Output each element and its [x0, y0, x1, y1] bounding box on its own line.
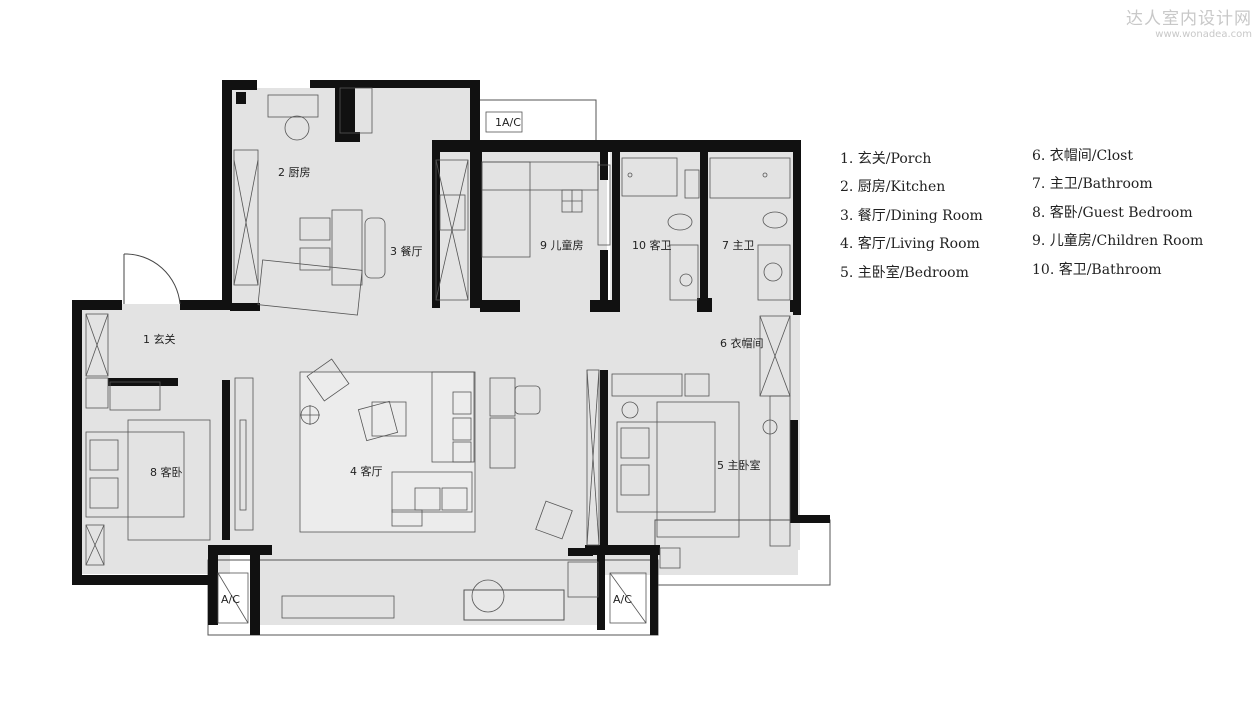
room-label-master-bath: 7 主卫: [722, 239, 755, 252]
legend-item: 4. 客厅/Living Room: [840, 236, 980, 253]
ac-label-top: 1A/C: [495, 116, 521, 129]
legend-item: 10. 客卫/Bathroom: [1032, 261, 1162, 278]
living-room-furniture: [234, 358, 600, 546]
balcony-fixtures: [217, 111, 647, 624]
room-label-kitchen: 2 厨房: [278, 166, 311, 179]
legend-item: 1. 玄关/Porch: [840, 151, 932, 167]
entry-door: [123, 253, 181, 305]
guest-bedroom-furniture: [85, 313, 211, 566]
legend-item: 2. 厨房/Kitchen: [840, 179, 946, 196]
legend-column-right: 6. 衣帽间/Clost 7. 主卫/Bathroom 8. 客卧/Guest …: [1032, 142, 1203, 284]
legend-column-left: 1. 玄关/Porch 2. 厨房/Kitchen 3. 餐厅/Dining R…: [840, 145, 983, 287]
room-label-guest-bath: 10 客卫: [632, 238, 672, 252]
children-room-fixtures: [481, 161, 611, 258]
room-label-dining: 3 餐厅: [390, 244, 423, 258]
floor-areas: [80, 88, 800, 625]
legend-item: 7. 主卫/Bathroom: [1032, 176, 1153, 193]
ac-label-bottom-right: A/C: [613, 593, 632, 606]
watermark: 达人室内设计网 www.wonadea.com: [1126, 4, 1252, 40]
master-bedroom-furniture: [611, 315, 791, 569]
room-label-porch: 1 玄关: [143, 332, 176, 346]
room-label-children: 9 儿童房: [540, 238, 584, 252]
room-label-master: 5 主卧室: [717, 458, 761, 472]
watermark-url: www.wonadea.com: [1155, 29, 1252, 40]
bathroom-fixtures: [621, 157, 791, 301]
kitchen-fixtures: [233, 87, 469, 316]
ac-label-bottom-left: A/C: [221, 593, 240, 606]
room-label-living: 4 客厅: [350, 464, 383, 478]
legend-item: 5. 主卧室/Bedroom: [840, 264, 969, 281]
legend-item: 9. 儿童房/Children Room: [1032, 233, 1204, 250]
room-label-closet: 6 衣帽间: [720, 336, 764, 350]
legend-item: 8. 客卧/Guest Bedroom: [1032, 204, 1193, 221]
watermark-title: 达人室内设计网: [1126, 9, 1252, 29]
room-label-guest: 8 客卧: [150, 465, 183, 479]
legend-item: 6. 衣帽间/Clost: [1032, 148, 1133, 164]
legend-item: 3. 餐厅/Dining Room: [840, 207, 983, 224]
